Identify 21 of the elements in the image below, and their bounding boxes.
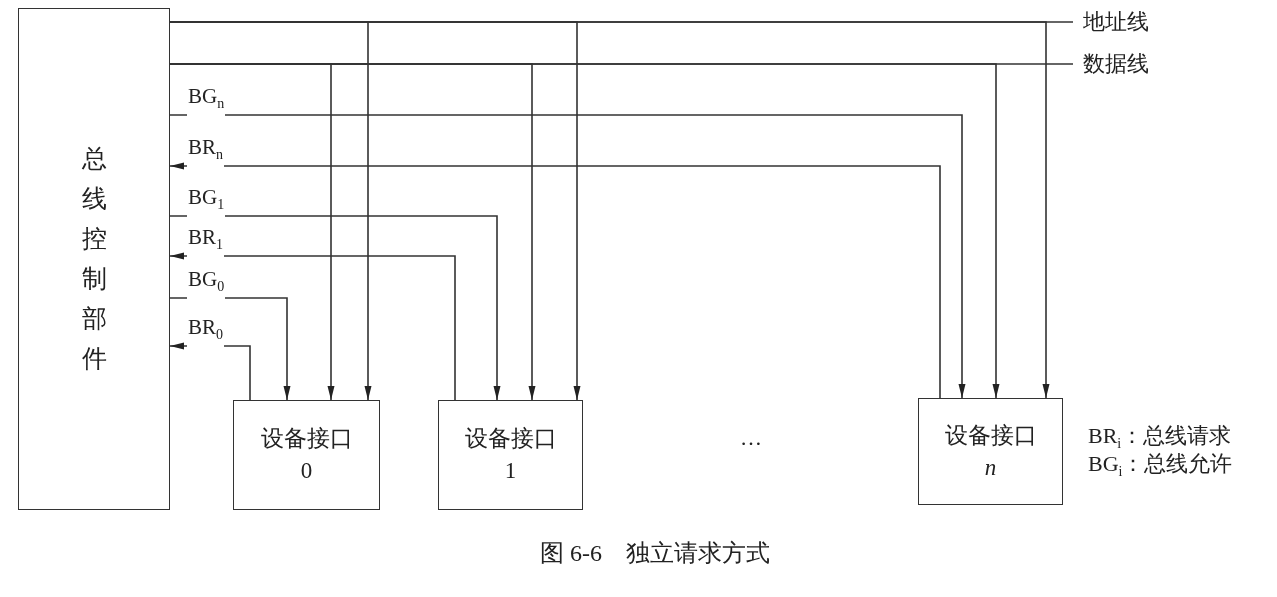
box-label: 设备接口	[944, 421, 1037, 450]
bus-label: 地址线	[1083, 9, 1149, 35]
device-interface-box	[233, 400, 380, 510]
figure-caption: 图 6-6 独立请求方式	[540, 540, 770, 566]
signal-arrow	[169, 252, 456, 401]
box-label: n	[984, 453, 997, 482]
device-interface-box	[918, 398, 1063, 505]
key-note: BG$_{i}$：总线允许	[1088, 451, 1233, 482]
device-interface-box	[438, 400, 583, 510]
box-label: 设备接口	[260, 425, 353, 453]
bus-label: 数据线	[1083, 51, 1149, 77]
box-label: 总线控制部件	[81, 144, 107, 374]
box-label: 1	[504, 457, 517, 485]
box-label: 设备接口	[464, 425, 557, 453]
control-unit-box	[18, 8, 170, 510]
signal-arrow	[169, 114, 966, 399]
ellipsis: …	[740, 425, 762, 451]
signal-arrow	[169, 162, 941, 399]
box-label: 0	[300, 457, 313, 485]
signal-arrow	[169, 215, 501, 401]
key-note: BR$_{i}$：总线请求	[1088, 423, 1232, 453]
